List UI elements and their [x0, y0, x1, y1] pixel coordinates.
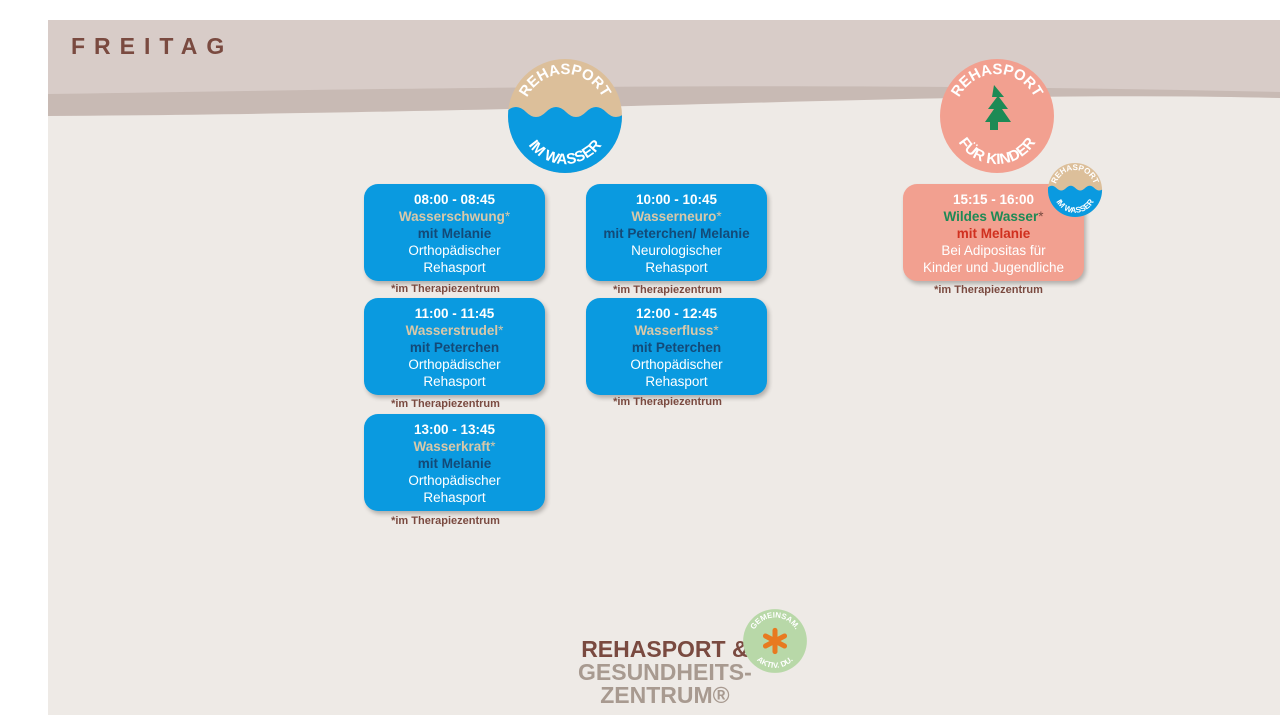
class-trainer: mit Peterchen/ Melanie: [603, 226, 750, 241]
class-type: Rehasport: [645, 260, 708, 275]
class-name: Wildes Wasser: [943, 209, 1039, 224]
location-note: *im Therapiezentrum: [613, 396, 722, 408]
class-time: 12:00 - 12:45: [635, 306, 718, 321]
class-trainer: mit Melanie: [417, 456, 492, 471]
location-note: *im Therapiezentrum: [391, 398, 500, 410]
asterisk: *: [504, 209, 511, 224]
class-name: Wasserkraft: [413, 439, 491, 454]
logo-line: GESUNDHEITS-: [578, 659, 752, 685]
class-type: Rehasport: [645, 374, 708, 389]
class-time: 08:00 - 08:45: [413, 192, 496, 207]
class-trainer: mit Melanie: [956, 226, 1031, 241]
class-card[interactable]: 08:00 - 08:45 Wasserschwung* mit Melanie…: [364, 184, 545, 281]
asterisk-icon: [762, 627, 788, 655]
rehasport-im-wasser-badge: REHASPORT IM WASSER: [508, 59, 622, 173]
class-type: Rehasport: [423, 260, 486, 275]
class-card[interactable]: 11:00 - 11:45 Wasserstrudel* mit Peterch…: [364, 298, 545, 395]
asterisk: *: [716, 209, 722, 224]
class-type: Rehasport: [423, 374, 486, 389]
class-type: Rehasport: [423, 490, 486, 505]
class-type: Orthopädischer: [408, 473, 501, 488]
rehasport-fuer-kinder-badge: REHASPORT FÜR KINDER: [940, 59, 1054, 173]
location-note: *im Therapiezentrum: [391, 283, 500, 295]
location-note: *im Therapiezentrum: [391, 515, 500, 527]
location-note: *im Therapiezentrum: [613, 284, 722, 296]
class-time: 11:00 - 11:45: [414, 306, 495, 321]
class-type: Orthopädischer: [408, 357, 501, 372]
class-type: Orthopädischer: [408, 243, 501, 258]
class-type: Orthopädischer: [630, 357, 723, 372]
schedule-slide: FREITAG REHASPORT IM WASSER REHASPORT FÜ…: [48, 20, 1280, 715]
class-trainer: mit Peterchen: [631, 340, 722, 355]
class-name: Wasserstrudel: [405, 323, 499, 338]
asterisk: *: [1038, 209, 1044, 224]
class-type: Bei Adipositas für: [941, 243, 1046, 258]
class-trainer: mit Peterchen: [409, 340, 500, 355]
logo-line: ZENTRUM®: [600, 682, 730, 708]
asterisk: *: [498, 323, 504, 338]
class-card[interactable]: 12:00 - 12:45 Wasserfluss* mit Peterchen…: [586, 298, 767, 395]
location-note: *im Therapiezentrum: [934, 284, 1043, 296]
gemeinsam-seal: GEMEINSAM. AKTIV. DU.: [743, 609, 807, 673]
svg-text:IM WASSER: IM WASSER: [1054, 197, 1095, 215]
class-name: Wasserschwung: [398, 209, 505, 224]
class-name: Wasserfluss: [634, 323, 714, 338]
class-card[interactable]: 10:00 - 10:45 Wasserneuro* mit Peterchen…: [586, 184, 767, 281]
class-time: 15:15 - 16:00: [952, 192, 1035, 207]
class-time: 10:00 - 10:45: [635, 192, 718, 207]
class-time: 13:00 - 13:45: [413, 422, 496, 437]
page-title: FREITAG: [71, 33, 234, 59]
asterisk: *: [713, 323, 719, 338]
class-trainer: mit Melanie: [417, 226, 492, 241]
asterisk: *: [490, 439, 496, 454]
small-im-wasser-badge: REHASPORT IM WASSER: [1047, 162, 1103, 218]
class-type: Neurologischer: [631, 243, 722, 258]
logo-line: REHASPORT &: [581, 636, 749, 662]
class-card[interactable]: 13:00 - 13:45 Wasserkraft* mit Melanie O…: [364, 414, 545, 511]
svg-text:AKTIV. DU.: AKTIV. DU.: [755, 655, 794, 670]
class-name: Wasserneuro: [631, 209, 717, 224]
class-type: Kinder und Jugendliche: [922, 260, 1065, 275]
center-logo: REHASPORT & GESUNDHEITS- ZENTRUM®: [578, 638, 752, 707]
